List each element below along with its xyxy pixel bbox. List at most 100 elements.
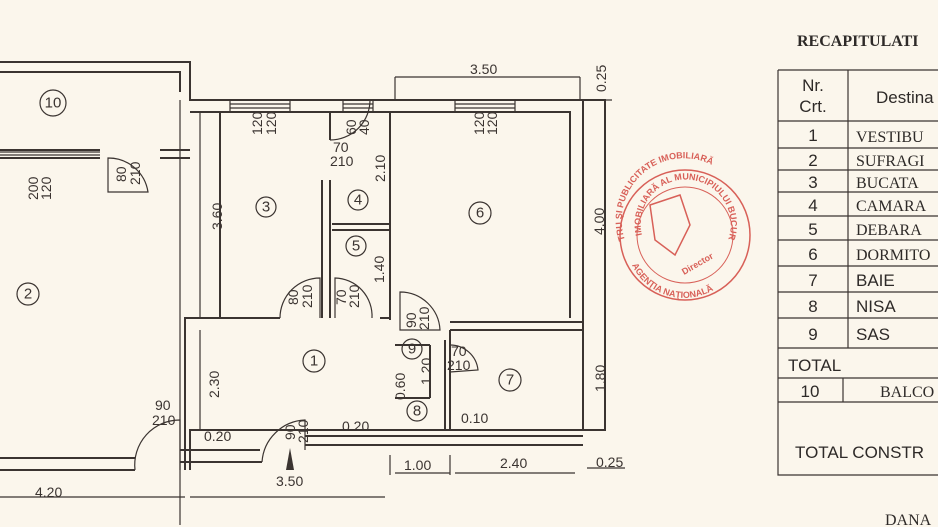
room-label: 3 [255, 196, 277, 218]
svg-text:BUCATA: BUCATA [856, 175, 919, 192]
svg-text:9: 9 [408, 341, 416, 358]
svg-text:2: 2 [808, 151, 817, 170]
svg-text:4: 4 [354, 192, 362, 209]
svg-text:8: 8 [413, 403, 421, 420]
svg-text:9: 9 [808, 325, 817, 344]
dim-label: 2.30 [206, 371, 222, 398]
dim-label: 210 [330, 153, 354, 169]
dim-label: 3.60 [209, 203, 225, 230]
dim-label: 210 [295, 419, 311, 443]
svg-text:Nr.: Nr. [802, 76, 824, 95]
dim-label: 80 [285, 289, 301, 305]
svg-text:SAS: SAS [856, 325, 890, 344]
dim-label: 2.10 [372, 155, 388, 182]
room-label: 6 [468, 201, 492, 225]
svg-text:VESTIBU: VESTIBU [856, 129, 924, 146]
dimension-labels: 3.50 0.25 120 120 60 40 120 120 70 210 2… [25, 61, 623, 500]
room-label: 5 [345, 235, 367, 257]
dim-label: 70 [451, 343, 467, 359]
dim-label: 1.80 [592, 365, 608, 392]
coat-of-arms-icon [649, 194, 691, 257]
svg-text:2: 2 [24, 286, 32, 303]
room-label: 7 [498, 368, 522, 392]
dim-label: 80 [113, 166, 129, 182]
svg-text:BAIE: BAIE [856, 271, 895, 290]
table-row: 8 NISA [808, 297, 896, 316]
svg-text:Director: Director [680, 251, 715, 277]
dim-label: 90 [403, 312, 419, 328]
svg-text:3: 3 [262, 199, 270, 216]
svg-text:NISA: NISA [856, 297, 896, 316]
room-label: 4 [347, 189, 369, 211]
dim-label: 90 [155, 397, 171, 413]
entrance-arrow-icon [286, 448, 294, 470]
dim-label: 0.25 [596, 454, 623, 470]
svg-text:6: 6 [476, 205, 484, 222]
dim-label: 210 [127, 161, 143, 185]
dim-label: 3.50 [470, 61, 497, 77]
svg-text:CAMARA: CAMARA [856, 198, 927, 215]
table-row: 3 BUCATA [808, 173, 919, 192]
dim-label: 0.10 [461, 410, 488, 426]
svg-text:1: 1 [808, 126, 817, 145]
dim-label: 3.50 [276, 473, 303, 489]
dim-label: 210 [447, 357, 471, 373]
dim-label: 0.20 [204, 428, 231, 444]
dim-label: 60 [343, 119, 359, 135]
svg-text:8: 8 [808, 297, 817, 316]
dim-label: 120 [471, 111, 487, 135]
table-row: 1 VESTIBU [808, 126, 924, 146]
official-stamp: TRU ŞI PUBLICITATE IMOBILIARĂ IMOBILIARĂ… [0, 0, 751, 301]
svg-text:5: 5 [808, 220, 817, 239]
dim-label: 0.60 [392, 373, 408, 400]
dim-label: 90 [282, 424, 298, 440]
svg-text:7: 7 [808, 271, 817, 290]
windows [0, 99, 516, 156]
dim-label: 1.20 [418, 358, 434, 385]
dim-label: 210 [416, 306, 432, 330]
room-label: 2 [16, 282, 40, 306]
table-title: RECAPITULATI [797, 33, 919, 50]
dim-label: 120 [249, 111, 265, 135]
dim-label: 120 [263, 111, 279, 135]
dim-label: 4.00 [591, 208, 607, 235]
room-label: 1 [302, 349, 326, 373]
svg-text:4: 4 [808, 196, 817, 215]
room-label: 8 [406, 400, 428, 422]
dim-label: 210 [152, 412, 176, 428]
dim-label: 1.40 [371, 256, 387, 283]
dim-label: 70 [333, 289, 349, 305]
dim-label: 2.40 [500, 455, 527, 471]
table-row: 4 CAMARA [808, 196, 926, 215]
dim-label: 120 [38, 176, 54, 200]
dim-label: 0.20 [342, 418, 369, 434]
dim-label: 210 [299, 284, 315, 308]
table-row: 9 SAS [808, 325, 890, 344]
recap-table: RECAPITULATI Nr. Crt. Destina 1 VESTIBU 2… [777, 33, 938, 527]
room-label: 10 [39, 89, 67, 117]
room-label: 9 [401, 338, 423, 360]
svg-text:10: 10 [45, 95, 62, 112]
svg-text:Crt.: Crt. [799, 97, 826, 116]
dim-label: 200 [25, 176, 41, 200]
dim-label: 70 [333, 139, 349, 155]
svg-text:Destina: Destina [876, 88, 934, 107]
dim-label: 120 [484, 111, 500, 135]
svg-text:3: 3 [808, 173, 817, 192]
svg-text:6: 6 [808, 245, 817, 264]
svg-text:AGENŢIA NAŢIONALĂ: AGENŢIA NAŢIONALĂ [630, 261, 715, 300]
total-label: TOTAL [788, 356, 841, 375]
svg-text:7: 7 [506, 372, 514, 389]
table-row: 7 BAIE [808, 271, 894, 290]
dim-label: 210 [346, 284, 362, 308]
dim-label: 4.20 [35, 484, 62, 500]
svg-text:5: 5 [352, 238, 360, 255]
dim-label: 1.00 [404, 457, 431, 473]
svg-text:BALCO: BALCO [880, 384, 934, 401]
dim-label: 0.25 [593, 65, 609, 92]
